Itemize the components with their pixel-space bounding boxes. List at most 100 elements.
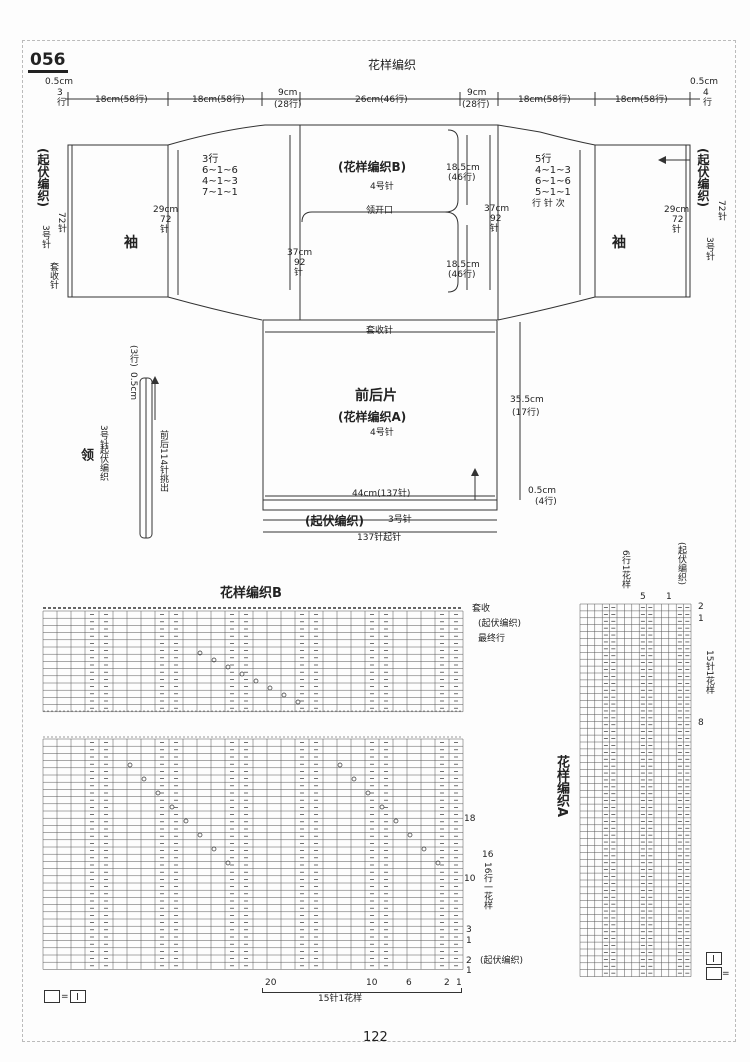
left-sleeve-stitches: 72针 [56,212,66,233]
chart-b-yo [141,776,147,782]
chart-a-legend-knit-bar [713,955,714,962]
body-hem: 0.5cm [528,486,557,496]
chart-b-yo [351,776,357,782]
chart-b-label-2: 最终行 [478,634,506,644]
chart-b-col-10: 10 [366,978,378,988]
body-hem-pattern: (起伏编织) [305,514,364,528]
pattern-number-underline [28,70,68,73]
garment-schematic [65,92,700,539]
body-hem-rows: (4行) [535,497,557,507]
chart-b-row-1: 1 [466,936,472,946]
right-sleeve-dec-1: 4~1~3 [535,165,571,176]
center-w-right: 37cm [484,204,510,214]
chart-b-yo [211,657,217,663]
left-sleeve-dec-0: 3行 [202,154,219,165]
chart-a-legend-knit [706,952,722,965]
top-dim-5: 9cm [278,88,298,98]
center-w-left-unit: 针 [294,268,304,278]
center-h2-rows: (46行) [448,270,476,280]
chart-a-title: 花样编织A [554,755,569,818]
chart-b-yo [155,790,161,796]
chart-b-row-16: 16 [482,850,494,860]
right-sleeve-dec-3: 5~1~1 [535,187,571,198]
right-sleeve-dec-4: 行 针 次 [532,199,565,209]
chart-b-yo [421,846,427,852]
chart-b-label-0: 套收 [472,604,491,614]
chart-b-repeat-bracket [262,988,462,993]
body-cast-on: 137针起针 [357,533,402,543]
chart-b-legend-knit-bar [77,993,78,1000]
top-dim-2: 行 [57,98,67,108]
left-sleeve-width: 29cm [153,205,179,215]
chart-b-repeat: 16行一花样 [482,862,492,910]
chart-a-legend-empty [706,967,722,980]
top-dim-6: (28行) [274,100,302,110]
body-width: 44cm(137针) [352,489,411,499]
left-sleeve-paren: (起伏编织) [36,148,50,207]
chart-b-row-3: 3 [466,925,472,935]
chart-a-side-num-1: 1 [698,614,704,624]
chart-b-yo [197,832,203,838]
chart-a-side-label: 15针1花样 [704,650,714,695]
chart-b-stitch-repeat: 15针1花样 [318,994,363,1004]
top-dim-14: 行 [703,98,713,108]
left-sleeve-dec-1: 6~1~6 [202,165,238,176]
chart-b-col-6: 6 [406,978,412,988]
chart-b-bottom-label: (起伏编织) [480,956,524,966]
page-title: 花样编织 [368,58,417,72]
chart-b-yo [407,832,413,838]
center-w-left-st: 92 [294,258,306,268]
top-dim-8: 9cm [467,88,487,98]
right-sleeve-width: 29cm [664,205,690,215]
right-sleeve-dec-0: 5行 [535,154,552,165]
chart-b-yo [435,860,441,866]
chart-b-yo [281,692,287,698]
collar-pickup: 前后114针挑出 [158,430,168,493]
chart-b-yo [379,804,385,810]
top-dim-12: 0.5cm [690,77,719,87]
left-sleeve-dec-3: 7~1~1 [202,187,238,198]
top-dim-13: 4 [703,88,709,98]
right-sleeve-stitches: 72针 [716,200,726,221]
chart-b-yo [239,671,245,677]
left-sleeve-needles: 3号针 [40,225,50,249]
collar-needles: 3号针 [98,425,108,449]
chart-b-col-2: 2 [444,978,450,988]
chart-b-row-10: 10 [464,874,476,884]
chart-b-label-1: (起伏编织) [478,619,522,629]
chart-a-top-label-1: (起伏编织) [676,542,686,586]
right-sleeve-st: 72 [672,215,684,225]
left-sleeve-name: 袖 [124,235,138,251]
chart-b-col-1: 1 [456,978,462,988]
chart-b-row-1b: 1 [466,966,472,976]
body-height: 35.5cm [510,395,544,405]
chart-b-yo [225,860,231,866]
collar-h-rows: (3行) [128,345,138,367]
top-dim-10: 18cm(58行) [518,95,571,105]
chart-b-yo [225,664,231,670]
chart-b-row-18: 18 [464,814,476,824]
chart-b-yo [197,650,203,656]
chart-b-title: 花样编织B [220,586,282,601]
chart-b-yo [267,685,273,691]
collar-h: 0.5cm [128,372,138,401]
collar-name: 领 [78,448,93,461]
left-sleeve-dec-2: 4~1~3 [202,176,238,187]
center-w-right-st: 92 [490,214,502,224]
page-frame [22,40,736,1042]
chart-b-legend-eq: = [61,992,69,1002]
body-height-rows: (17行) [512,408,540,418]
chart-b-yo [211,846,217,852]
left-sleeve-st: 72 [160,215,172,225]
center-w-right-unit: 针 [490,224,500,234]
top-dim-11: 18cm(58行) [615,95,668,105]
chart-a-grid [579,603,692,977]
top-dim-7: 26cm(46行) [355,95,408,105]
chart-a-side-num-8: 8 [698,718,704,728]
chart-a-side-num-2: 2 [698,602,704,612]
center-h1: 18.5cm [446,163,480,173]
top-dim-9: (28行) [462,100,490,110]
center-h2: 18.5cm [446,260,480,270]
page-number: 122 [363,1030,388,1045]
